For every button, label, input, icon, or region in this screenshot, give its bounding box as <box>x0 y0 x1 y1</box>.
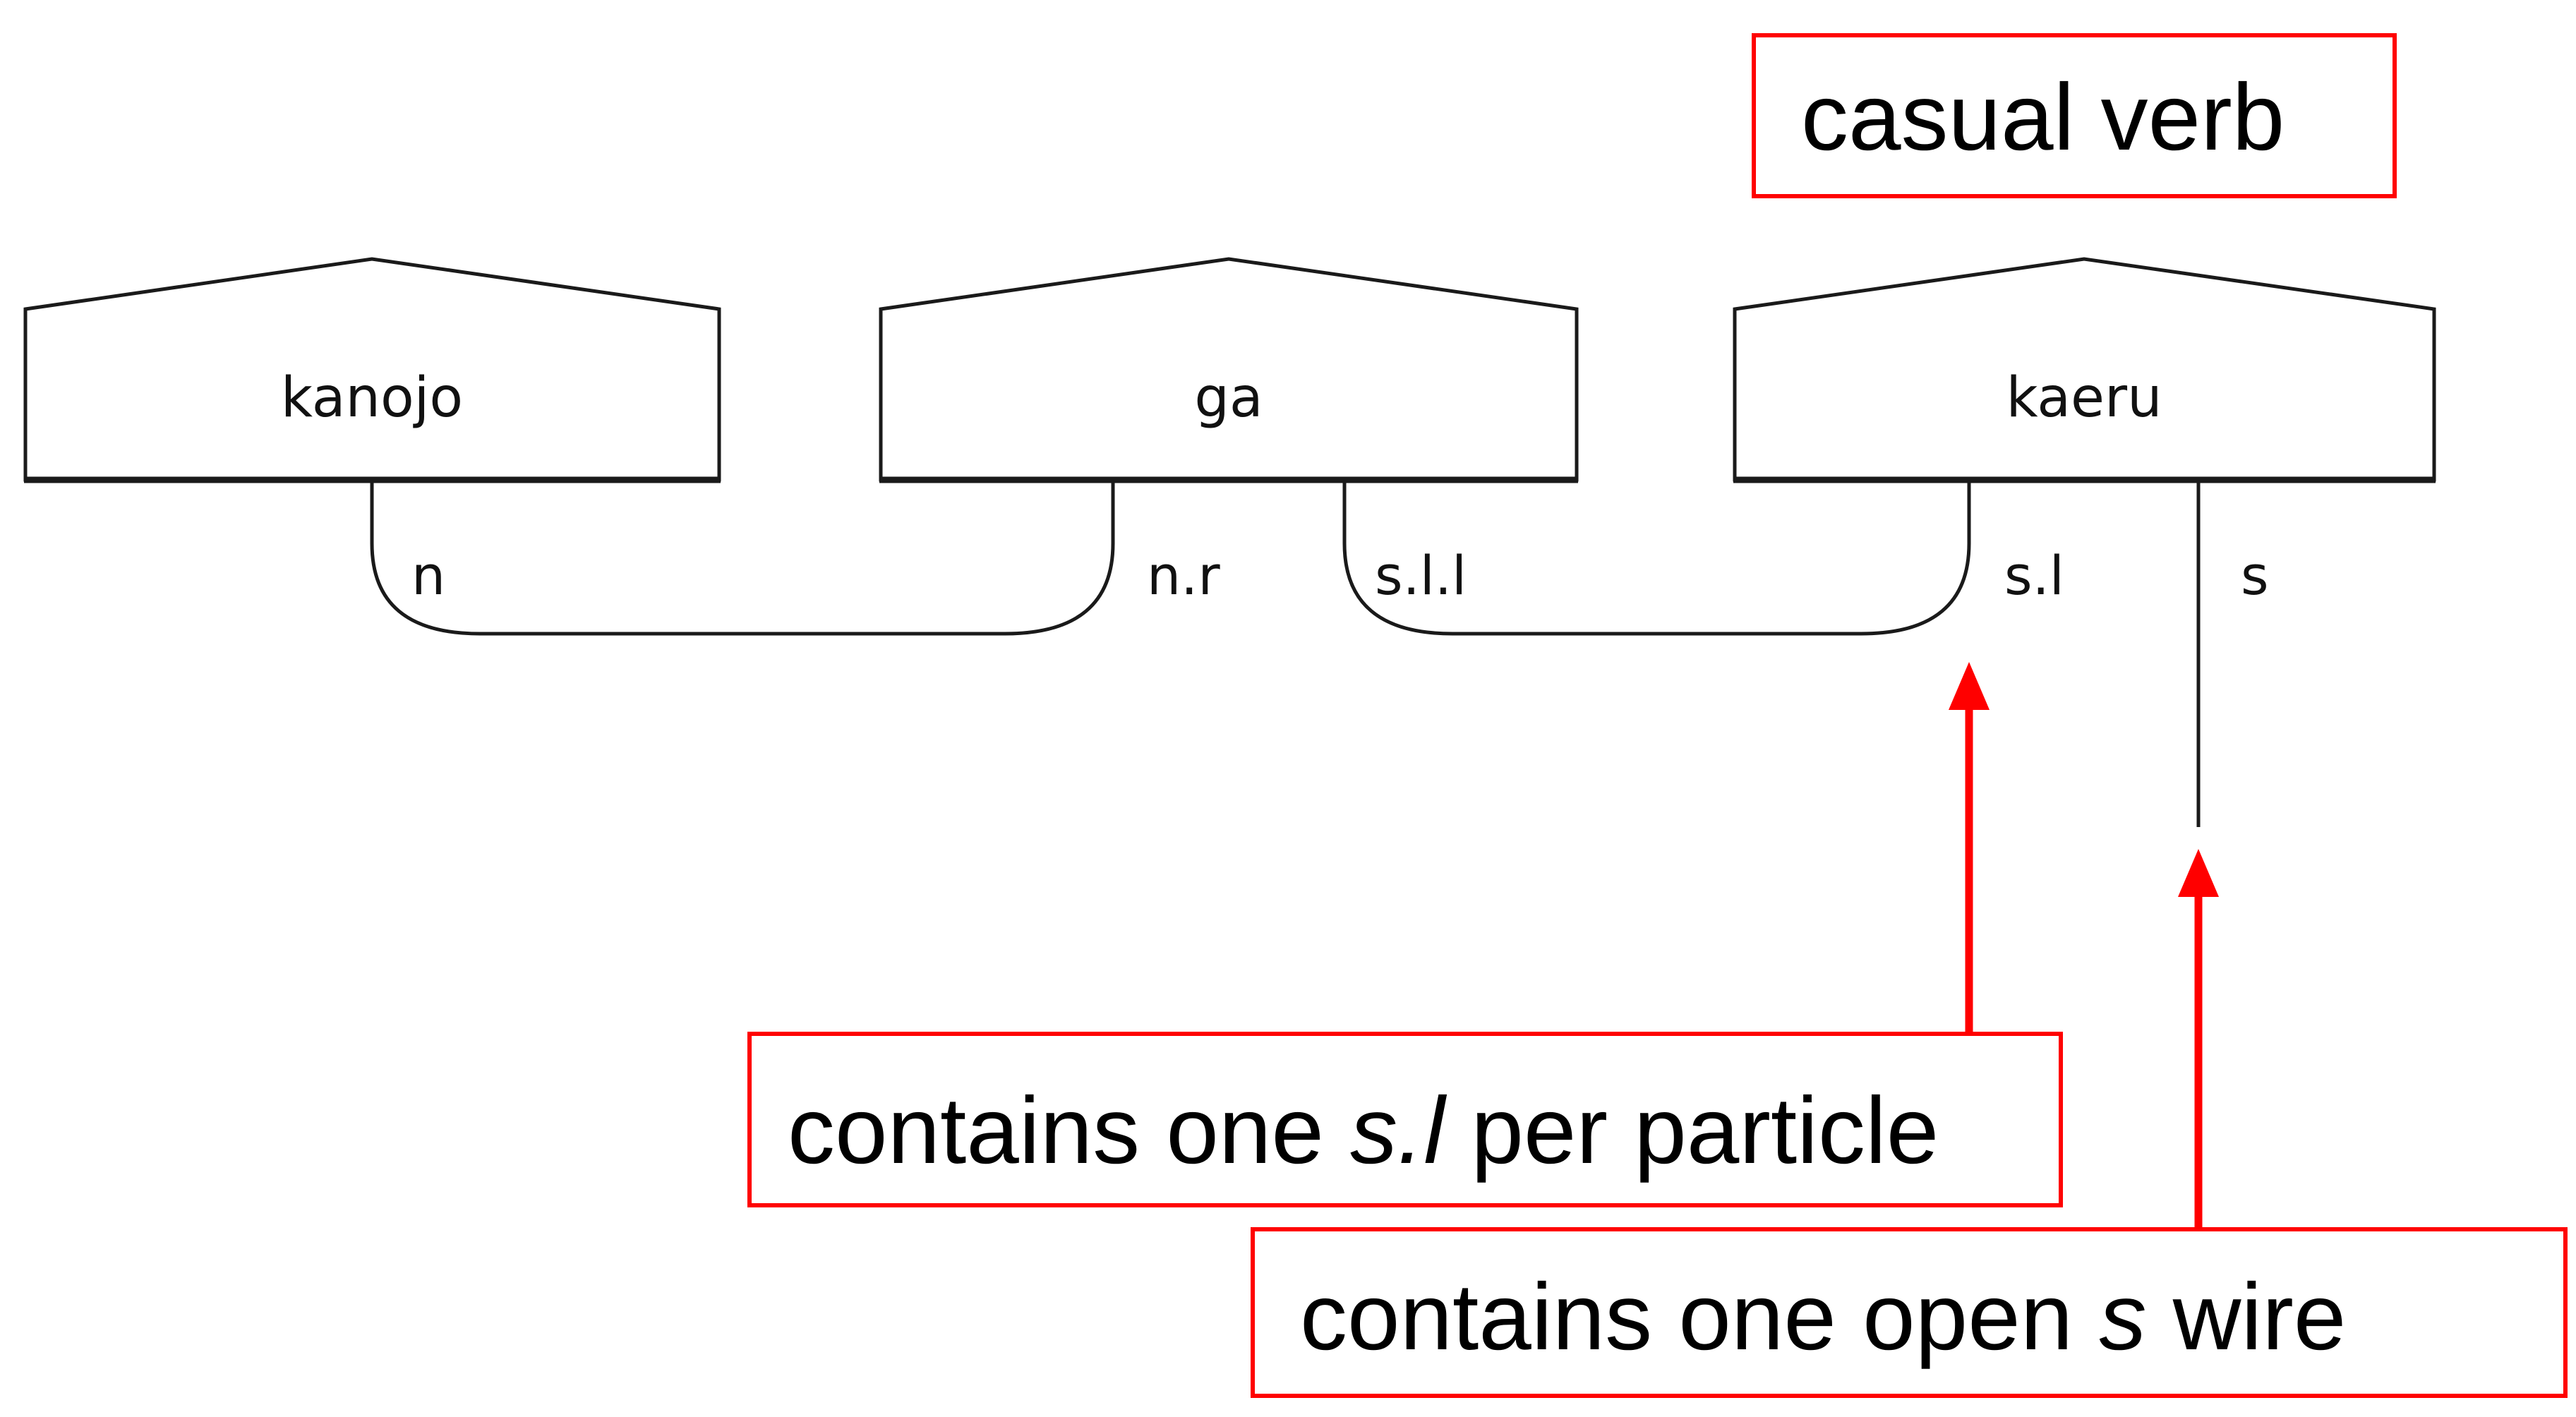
word-label-kaeru: kaeru <box>2006 366 2162 430</box>
annotation-box-casual-verb <box>1752 33 2397 198</box>
sl-note-prefix: contains one <box>788 1078 1350 1183</box>
arrow-to-s-wire-head-icon <box>2178 849 2219 897</box>
word-box-kanojo <box>23 257 721 482</box>
sl-note-suffix: per particle <box>1445 1078 1939 1183</box>
s-note-suffix: wire <box>2146 1265 2346 1370</box>
arrow-to-s-wire <box>2178 849 2219 1229</box>
wire-label-n: n <box>411 544 445 607</box>
sl-note-italic-type: s.l <box>1350 1078 1447 1183</box>
annotation-text-s-note: contains one open s wire <box>1300 1265 2346 1370</box>
arrow-to-sl-cup <box>1949 662 1990 1032</box>
word-label-ga: ga <box>1194 366 1263 430</box>
cup-wire-n-nr <box>370 480 1115 636</box>
annotation-box-s-note <box>1251 1227 2568 1398</box>
s-note-prefix: contains one open <box>1300 1265 2099 1370</box>
word-label-kanojo: kanojo <box>281 366 463 430</box>
wire-label-n-r: n.r <box>1147 544 1220 607</box>
cup-wire-sll-sl <box>1342 480 1971 636</box>
annotation-casual-verb: casual verb <box>1752 33 2397 198</box>
annotation-text-sl-note: contains one s.l per particle <box>788 1078 1939 1183</box>
arrow-to-sl-cup-head-icon <box>1949 662 1990 710</box>
s-note-italic-type: s <box>2099 1265 2146 1370</box>
annotation-text-casual-verb: casual verb <box>1801 65 2285 170</box>
word-box-ga <box>879 257 1579 482</box>
wire-label-s: s <box>2241 544 2269 607</box>
annotation-s-note: contains one open s wire <box>1251 1227 2568 1398</box>
wire-label-s-l: s.l <box>2004 544 2064 607</box>
annotation-sl-note: contains one s.l per particle <box>747 1032 2063 1207</box>
annotation-box-sl-note <box>747 1032 2063 1207</box>
word-ga: ga <box>879 257 1579 483</box>
word-box-kaeru <box>1733 257 2436 482</box>
wire-label-s-l-l: s.l.l <box>1375 544 1467 607</box>
word-kanojo: kanojo <box>23 257 721 483</box>
word-kaeru: kaeru <box>1733 257 2436 483</box>
